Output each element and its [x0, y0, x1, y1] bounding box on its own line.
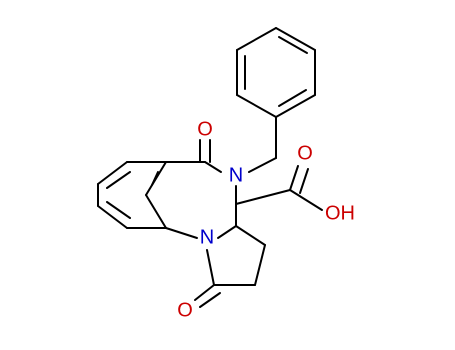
acid-oh-bond — [289, 189, 323, 211]
bond — [97, 161, 128, 185]
bond — [145, 194, 167, 229]
bond — [97, 205, 128, 229]
bond — [204, 161, 222, 173]
bond — [275, 94, 316, 118]
acid-c-bond — [235, 189, 291, 205]
bond — [206, 249, 215, 286]
bond — [236, 94, 277, 118]
double-bond-inner — [278, 36, 308, 54]
o1-atom-label: O — [177, 299, 193, 321]
acid-oh-atom-label: OH — [325, 202, 355, 224]
acid-co-a — [289, 165, 299, 191]
bond — [165, 227, 198, 239]
lactam-carbonyl-a — [194, 284, 215, 301]
acid-co-b — [299, 168, 309, 194]
bond — [236, 27, 277, 51]
bond — [235, 225, 266, 246]
acid-o-atom-label: O — [297, 142, 313, 164]
n1-atom-label: N — [200, 226, 214, 248]
bond — [275, 27, 316, 51]
bond — [254, 244, 266, 286]
double-bond-inner — [151, 171, 159, 186]
benzyl-phenyl-ring — [236, 27, 316, 118]
double-bond-inner — [106, 171, 131, 189]
fused-benzene-ring — [97, 161, 167, 229]
pyrimidinone-ring — [145, 161, 237, 239]
bond — [217, 225, 237, 239]
ch2-n-bond — [248, 157, 277, 173]
o5-atom-label: O — [197, 118, 213, 140]
n4-atom-label: N — [229, 164, 243, 186]
lactam-carbonyl-b — [199, 292, 221, 308]
double-bond-inner — [106, 201, 131, 219]
pyrrolidinone-ring — [206, 225, 266, 286]
double-bond-inner — [278, 89, 307, 107]
